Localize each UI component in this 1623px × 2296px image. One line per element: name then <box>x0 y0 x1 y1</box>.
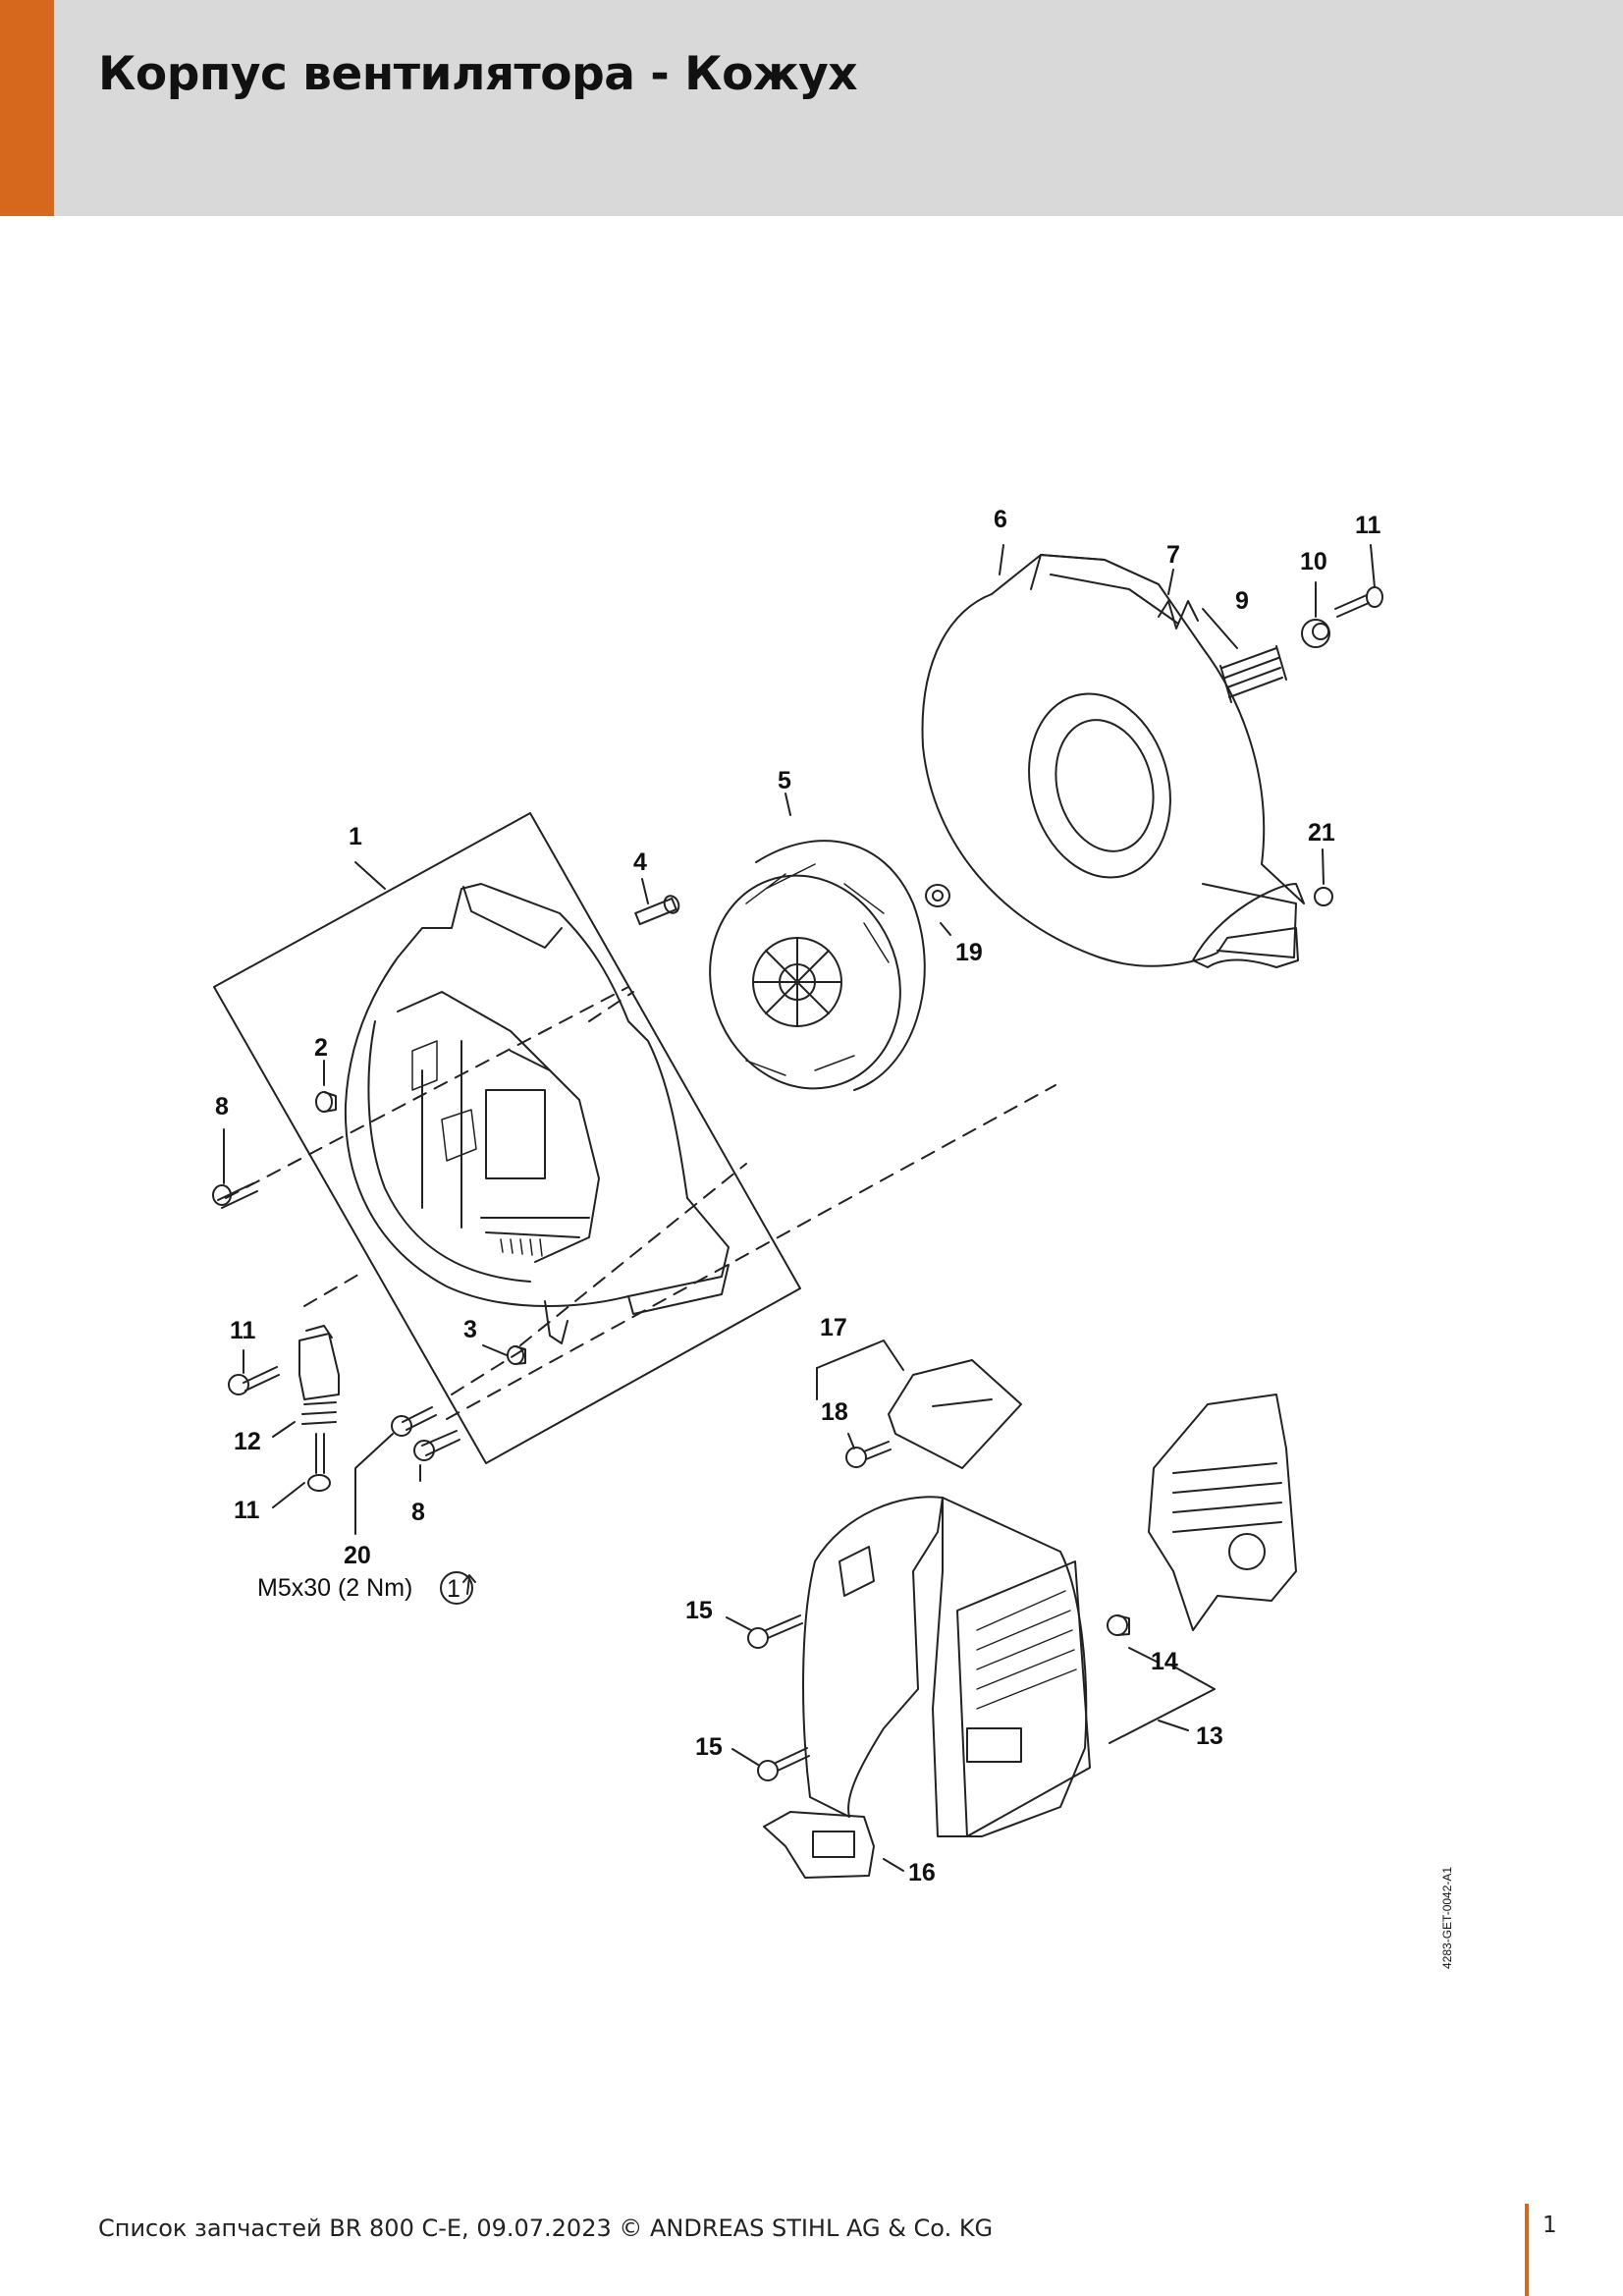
part-5-fan-wheel <box>709 840 926 1091</box>
callout-6: 6 <box>994 506 1007 533</box>
callout-20: 20 <box>344 1542 371 1569</box>
torque-note: M5x30 (2 Nm) 1 <box>257 1571 476 1605</box>
callout-11: 11 <box>1355 512 1381 539</box>
drawing-code: 4283-GET-0042-A1 <box>1440 1867 1454 1969</box>
torque-step-number: 1 <box>447 1575 460 1603</box>
part-10-sleeve <box>1301 619 1330 648</box>
callout-10: 10 <box>1300 548 1327 575</box>
page-title: Корпус вентилятора - Кожух <box>98 47 858 101</box>
part-6-volute-cover <box>921 554 1305 968</box>
callout-17: 17 <box>820 1314 847 1341</box>
torque-spec-text: M5x30 (2 Nm) <box>257 1574 412 1602</box>
engine-reference <box>1148 1394 1297 1631</box>
callout-1: 1 <box>349 823 362 850</box>
part-9-spring <box>1219 645 1287 703</box>
footer-copyright: Список запчастей BR 800 C-E, 09.07.2023 … <box>98 2214 994 2242</box>
callout-11-repeat-lower: 11 <box>234 1497 260 1524</box>
header-accent-bar <box>0 0 54 216</box>
callout-8: 8 <box>215 1093 229 1121</box>
leader-lines <box>223 544 1376 1872</box>
callout-14: 14 <box>1151 1648 1178 1675</box>
part-13-shroud <box>802 1496 1091 1837</box>
part-17-cover-plate <box>888 1359 1022 1469</box>
callout-13: 13 <box>1196 1722 1223 1750</box>
part-14-sleeve <box>1107 1614 1130 1636</box>
part-21-nut <box>1314 887 1333 906</box>
part-1-fan-housing <box>213 812 801 1464</box>
callout-2: 2 <box>314 1034 328 1062</box>
callout-labels: 1 2 3 4 5 6 7 8 9 10 11 12 13 14 15 16 1… <box>215 506 1381 1886</box>
callout-3: 3 <box>463 1316 477 1343</box>
page-number: 1 <box>1542 2213 1557 2238</box>
callout-9: 9 <box>1235 587 1249 615</box>
header-band <box>0 0 1623 216</box>
part-3-sleeve <box>507 1345 526 1365</box>
part-7-clip <box>1158 600 1199 629</box>
callout-16: 16 <box>908 1859 936 1886</box>
screws <box>212 586 1383 1781</box>
callout-18: 18 <box>821 1398 848 1426</box>
part-12-grip <box>298 1325 340 1425</box>
callout-8-repeat: 8 <box>411 1499 425 1526</box>
callout-4: 4 <box>633 848 647 876</box>
part-16-plate <box>763 1811 875 1879</box>
footer-page-bar <box>1525 2204 1529 2296</box>
callout-11-repeat-upper: 11 <box>230 1317 256 1344</box>
callout-15: 15 <box>685 1597 713 1624</box>
part-19-nut <box>925 884 950 907</box>
callout-15-repeat: 15 <box>695 1733 723 1761</box>
callout-7: 7 <box>1166 541 1180 569</box>
callout-19: 19 <box>955 939 983 966</box>
callout-21: 21 <box>1308 819 1335 847</box>
part-2-sleeve <box>315 1091 337 1113</box>
callout-12: 12 <box>234 1428 261 1455</box>
assembly-axis-lines <box>225 986 1056 1420</box>
callout-5: 5 <box>778 767 791 794</box>
